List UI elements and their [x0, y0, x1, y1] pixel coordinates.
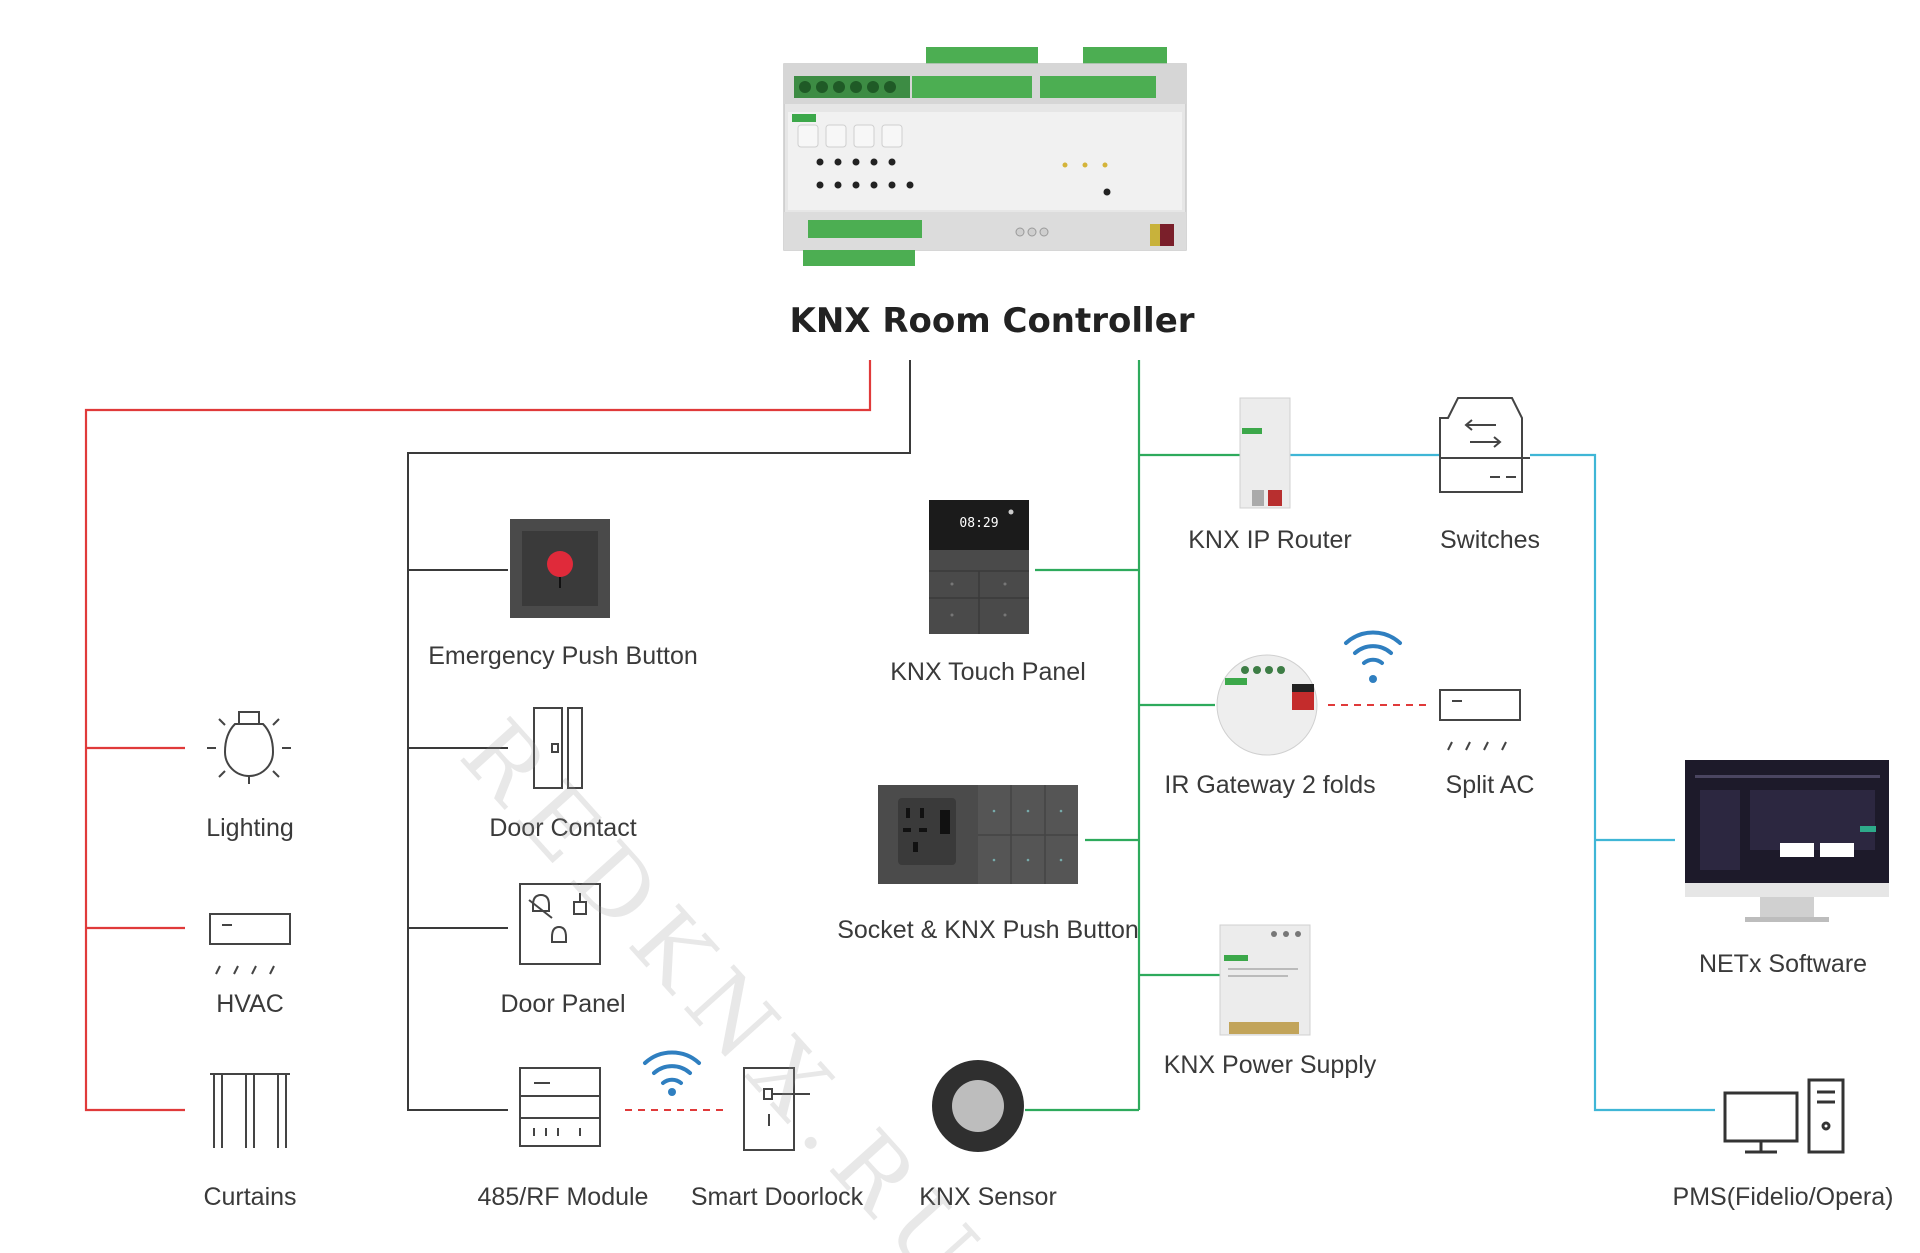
knx-sensor-device [932, 1060, 1024, 1152]
label-knx-sensor: KNX Sensor [919, 1183, 1057, 1211]
label-knx-touch-panel: KNX Touch Panel [890, 658, 1086, 686]
knx-room-controller-device [783, 47, 1187, 266]
wifi-dot [1369, 675, 1377, 683]
door-panel-icon [519, 883, 601, 965]
emergency-push-button-device [510, 519, 610, 618]
label-netx-software: NETx Software [1698, 950, 1868, 978]
socket-push-button-device [878, 785, 1078, 884]
touch-panel-clock: 08:29 [959, 516, 998, 531]
label-door-panel: Door Panel [500, 990, 626, 1018]
green-bus-lines [1025, 360, 1240, 1112]
hvac-icon [209, 913, 291, 975]
terminal-block [1083, 47, 1167, 65]
label-hvac: HVAC [216, 990, 284, 1018]
smart-doorlock-icon [743, 1067, 810, 1151]
label-smart-doorlock: Smart Doorlock [690, 1183, 864, 1211]
label-socket-push-button: Socket & KNX Push Button [837, 916, 1139, 944]
knx-ip-router-device [1239, 397, 1291, 509]
wireless-links [625, 704, 1430, 1111]
door-contact-icon [533, 707, 583, 789]
label-emergency-push-button: Emergency Push Button [428, 642, 698, 670]
wifi-dot [668, 1088, 676, 1096]
wifi-icon [643, 1050, 701, 1085]
label-split-ac: Split AC [1445, 771, 1535, 799]
label-lighting: Lighting [206, 814, 294, 842]
label-knx-ip-router: KNX IP Router [1188, 526, 1352, 554]
lighting-bulb-icon [207, 711, 291, 784]
knx-power-supply-device [1219, 924, 1311, 1036]
ethernet-lines [1290, 453, 1715, 1112]
wifi-icon [1344, 630, 1402, 665]
netx-software-monitor [1685, 760, 1889, 922]
red-bus-lines [84, 360, 872, 1112]
dark-bus-lines [407, 360, 911, 1111]
label-ir-gateway: IR Gateway 2 folds [1164, 771, 1376, 799]
label-door-contact: Door Contact [489, 814, 637, 842]
label-knx-power-supply: KNX Power Supply [1163, 1051, 1377, 1079]
label-pms: PMS(Fidelio/Opera) [1672, 1183, 1894, 1211]
ir-gateway-device [1216, 654, 1318, 756]
diagram-title: KNX Room Controller [789, 301, 1195, 341]
curtains-icon [210, 1073, 290, 1148]
rf-module-icon [519, 1067, 601, 1147]
terminal-block [926, 47, 1038, 65]
pms-computer-icon [1723, 1078, 1845, 1154]
switches-icon [1439, 397, 1530, 493]
label-curtains: Curtains [203, 1183, 297, 1211]
split-ac-icon [1439, 689, 1521, 751]
knx-touch-panel-device [929, 500, 1029, 634]
label-rf-module: 485/RF Module [477, 1183, 649, 1211]
label-switches: Switches [1439, 526, 1541, 554]
